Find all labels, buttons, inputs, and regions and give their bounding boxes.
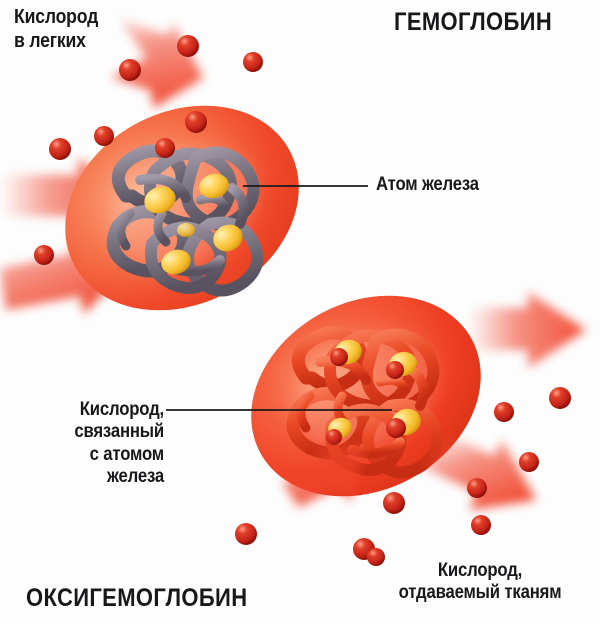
oxygen-sphere [519,452,539,472]
oxygen-sphere [119,59,141,81]
iron-oxygen-complex-group [326,339,421,445]
free-oxygen-upper-group [34,35,263,265]
iron-atom [177,223,195,237]
iron-atom [161,249,191,275]
iron-atom [213,224,243,252]
oxygen-sphere [155,138,175,158]
outbound-arrow-down [282,441,367,508]
outbound-arrow-lower-right [424,432,536,510]
deoxyhemoglobin-cell [65,105,299,311]
label-oxygen-in-lungs: Кислород в легких [14,6,99,52]
iron-oxygen-complex [386,408,421,438]
oxygen-sphere [94,126,114,146]
inbound-arrow-top [110,19,204,109]
oxygen-sphere-bound [330,348,348,366]
iron-oxygen-complex [330,339,362,366]
label-oxyhemoglobin-title: ОКСИГЕМОГЛОБИН [26,584,248,612]
oxygen-sphere [177,35,199,57]
iron-atom-group-deoxy [144,173,243,275]
outbound-arrow-group [282,292,586,510]
oxygen-sphere-bound [386,418,406,438]
free-oxygen-lower-group [235,387,571,566]
oxygen-sphere [549,387,571,409]
oxygen-sphere-bound [386,361,404,379]
oxygen-sphere [243,52,263,72]
oxygen-sphere [467,478,487,498]
oxygen-sphere [383,492,405,514]
label-bound-oxygen: Кислород, связанный с атомом железа [74,399,164,488]
oxygen-sphere [49,138,71,160]
oxygen-sphere [34,245,54,265]
oxyhemoglobin-cell [251,295,481,497]
oxygen-sphere [494,402,514,422]
label-hemoglobin-title: ГЕМОГЛОБИН [394,8,553,36]
iron-oxygen-complex [326,417,352,445]
globin-chains-deoxy [106,144,264,297]
oxygen-sphere [471,515,491,535]
oxygen-sphere [367,548,385,566]
iron-oxygen-complex [386,351,417,379]
oxygen-sphere-bound [326,429,342,445]
iron-atom [199,173,229,199]
oxygen-sphere [185,111,207,133]
outbound-arrow-right [468,292,586,368]
oxygen-sphere [235,523,257,545]
label-iron-atom: Атом железа [376,174,479,195]
label-released-oxygen: Кислород, отдаваемый тканям [398,560,562,604]
iron-atom [144,186,176,214]
